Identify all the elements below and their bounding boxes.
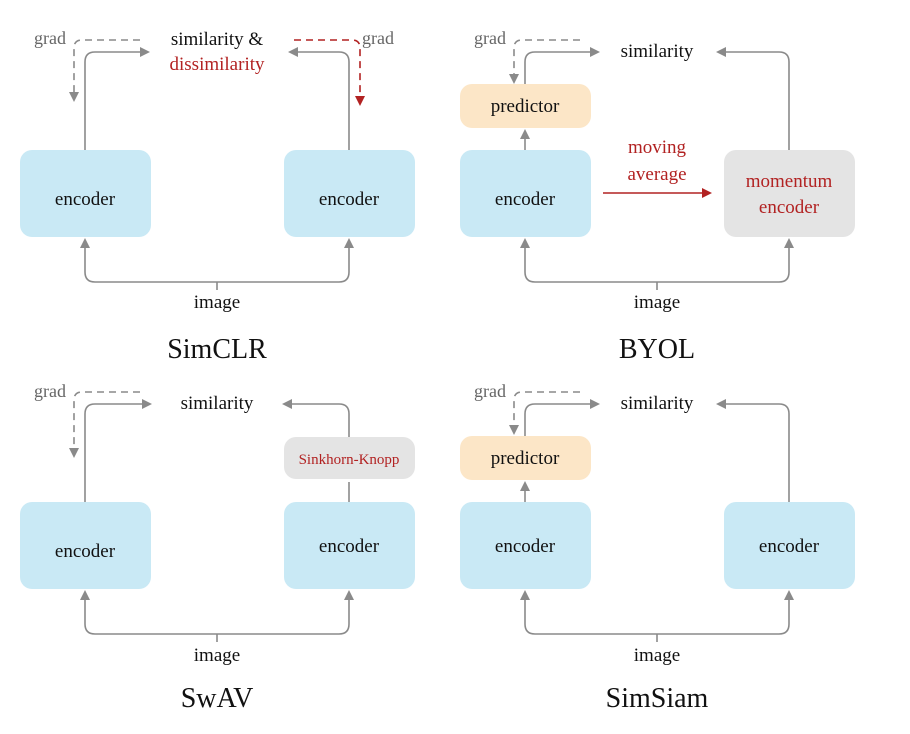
byol-encoder-box [460,150,591,237]
swav-image-to-left-arrow [80,590,217,635]
swav-encoder-right-box [284,502,415,589]
byol-image-to-momentum-arrow [657,238,794,283]
byol-predictor-label: predictor [491,96,560,117]
simsiam-right-output-arrow [716,399,790,502]
swav-grad-label: grad [34,381,66,401]
simclr-encoder-right-box [284,150,415,237]
byol-momentum-to-similarity-arrow [716,47,790,150]
byol-encoder-label: encoder [495,189,556,210]
simsiam-grad-label: grad [474,381,506,401]
simclr-image-label: image [194,292,240,313]
byol-predictor-to-similarity-arrow [524,47,600,84]
byol-moving-label-2: average [627,164,686,185]
simsiam-encoder-right-label: encoder [759,536,820,557]
simclr-image-to-left-arrow [80,238,217,283]
byol-momentum-label-1: momentum [746,171,833,192]
simclr-grad-left-arrow [69,39,140,102]
swav-panel: encoder encoder Sinkhorn-Knopp similarit… [20,381,415,714]
swav-encoder-right-label: encoder [319,536,380,557]
simsiam-predictor-to-similarity-arrow [524,399,600,436]
byol-moving-label-1: moving [628,137,687,158]
simclr-left-output-arrow [84,47,150,150]
simsiam-grad-arrow [509,391,580,435]
swav-image-label: image [194,645,240,666]
swav-sinkhorn-label: Sinkhorn-Knopp [299,452,400,468]
byol-grad-arrow [509,39,580,84]
simclr-grad-right-label: grad [362,28,394,48]
simclr-dissimilarity-label: dissimilarity [170,54,266,75]
swav-image-to-right-arrow [217,590,354,635]
simclr-encoder-left-box [20,150,151,237]
simclr-title: SimCLR [167,334,267,365]
swav-encoder-left-box [20,502,151,589]
simclr-grad-left-label: grad [34,28,66,48]
simclr-encoder-right-label: encoder [319,189,380,210]
simsiam-encoder-right-box [724,502,855,589]
simsiam-image-to-right-arrow [657,590,794,635]
simsiam-image-label: image [634,645,680,666]
simsiam-predictor-label: predictor [491,448,560,469]
byol-image-to-encoder-arrow [520,238,657,283]
simsiam-predictor-box [460,436,591,480]
byol-panel: predictor encoder momentum encoder simil… [460,28,855,365]
simsiam-encoder-left-box [460,502,591,589]
swav-grad-arrow [69,391,140,458]
simsiam-title: SimSiam [606,683,709,714]
simsiam-encoder-left-label: encoder [495,536,556,557]
byol-similarity-label: similarity [621,41,694,62]
swav-encoder-left-label: encoder [55,541,116,562]
simclr-panel: encoder encoder similarity & dissimilari… [20,28,415,365]
simclr-encoder-left-label: encoder [55,189,116,210]
swav-sinkhorn-box [284,437,415,479]
swav-left-output-arrow [84,399,152,502]
byol-title: BYOL [619,334,695,365]
swav-similarity-label: similarity [181,393,254,414]
byol-predictor-box [460,84,591,128]
swav-sinkhorn-to-similarity-arrow [282,399,350,437]
simclr-similarity-label: similarity & [171,29,264,50]
simclr-right-output-arrow [288,47,350,150]
byol-grad-label: grad [474,28,506,48]
byol-momentum-encoder-box [724,150,855,237]
simclr-grad-right-arrow [294,39,365,106]
byol-momentum-label-2: encoder [759,197,820,218]
simclr-image-to-right-arrow [217,238,354,283]
simsiam-image-to-left-arrow [520,590,657,635]
simsiam-similarity-label: similarity [621,393,694,414]
simsiam-panel: predictor encoder encoder similarity gra… [460,381,855,714]
byol-image-label: image [634,292,680,313]
swav-title: SwAV [181,683,254,714]
